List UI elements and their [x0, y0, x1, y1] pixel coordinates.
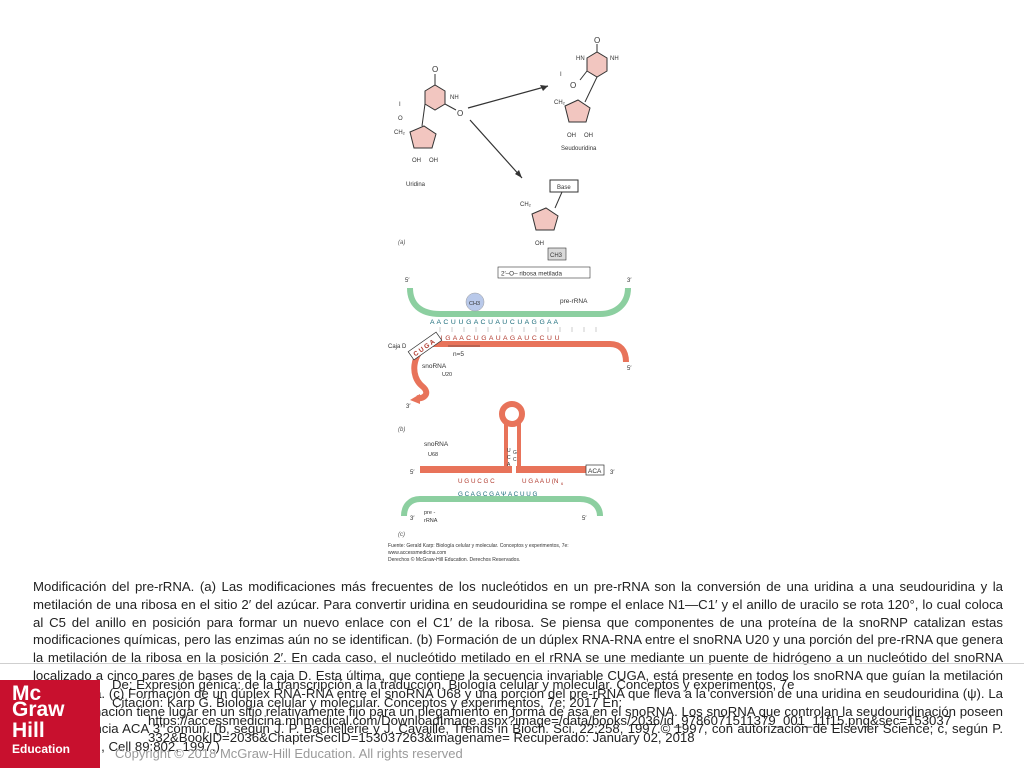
divider — [0, 663, 1024, 664]
b-snorna-label: snoRNA — [422, 363, 447, 370]
b-top-sequence: A A C U U G A C U A U C U A G G A A — [430, 319, 559, 326]
panel-b-label: (b) — [398, 427, 405, 433]
mcgraw-hill-logo: Mc Graw Hill Education — [0, 680, 100, 768]
svg-text:OH: OH — [535, 241, 544, 247]
source-line-2: www.accessmedicina.com — [388, 550, 446, 556]
methyl-label: CH3 — [550, 253, 563, 259]
logo-line-1: Mc — [12, 682, 42, 705]
svg-text:O: O — [398, 116, 403, 122]
svg-text:O: O — [457, 109, 463, 118]
svg-text:CH₂: CH₂ — [394, 130, 406, 136]
citation-line-4: 332&BookID=2036&ChapterSecID=153037263&i… — [148, 730, 695, 745]
svg-text:O: O — [594, 36, 600, 45]
c-snorna-label: snoRNA — [424, 441, 449, 448]
svg-text:C: C — [513, 457, 517, 463]
c-top-sequence-2: U G A A U (N — [522, 478, 559, 485]
caja-d-box — [407, 331, 443, 361]
logo-line-2: Graw — [12, 698, 65, 721]
svg-text:CH₂: CH₂ — [520, 202, 532, 208]
svg-text:5′: 5′ — [410, 470, 415, 476]
base-label: Base — [557, 185, 571, 191]
arrow-to-pseudouridine — [467, 85, 549, 109]
arrow-to-methylated — [469, 119, 523, 179]
svg-text:I: I — [399, 102, 401, 108]
c-top-sequence: U G U C G C — [458, 478, 495, 485]
methylated-ribose: Base CH₂ OH CH3 2′–O– ribosa metilada — [497, 179, 591, 279]
b-prerrna-label: pre-rRNA — [560, 298, 588, 305]
source-line-1: Fuente: Gerald Karp: Biología celular y … — [388, 543, 569, 549]
aca-box — [585, 464, 605, 476]
svg-text:pre -: pre - — [424, 510, 435, 516]
svg-text:I: I — [560, 72, 562, 78]
citation-line-1: De: Expresión génica: de la transcripció… — [112, 677, 795, 692]
svg-text:OH: OH — [412, 158, 421, 164]
uridine-molecule: O NH O O CH₂ I OH OH Uridina — [394, 65, 463, 188]
svg-text:5′: 5′ — [405, 278, 410, 284]
copyright-footer: Copyright © 2018 McGraw-Hill Education. … — [115, 746, 463, 761]
svg-text:OH: OH — [429, 158, 438, 164]
b-u20-label: U20 — [442, 372, 452, 378]
panel-a-label: (a) — [398, 240, 405, 246]
svg-text:O: O — [432, 65, 438, 74]
svg-text:A: A — [507, 462, 511, 468]
c-snorna-strand — [420, 466, 512, 473]
citation-line-2: Citación: Karp G. Biología celular y mol… — [112, 695, 623, 710]
panel-c-diagram: snoRNA U68 U C A G C 5′ ACA 3′ U G U C G… — [401, 401, 615, 524]
svg-text:HN: HN — [576, 56, 585, 62]
svg-text:3′: 3′ — [627, 278, 632, 284]
figure-caption: Modificación del pre-rRNA. (a) Las modif… — [33, 579, 1003, 755]
svg-text:5′: 5′ — [627, 366, 632, 372]
svg-text:OH: OH — [567, 133, 576, 139]
aca-label: ACA — [588, 468, 602, 475]
uridine-label: Uridina — [406, 182, 426, 188]
svg-text:CH3: CH3 — [469, 301, 480, 307]
n5-label: n=5 — [453, 351, 464, 358]
snorna-u20-strand — [428, 341, 629, 363]
caja-d-label: Caja D — [388, 344, 407, 350]
panel-b-diagram: 5′ 3′ CH3 pre-rRNA A A C U U G A C U A U… — [388, 278, 632, 410]
svg-text:NH: NH — [450, 95, 459, 101]
panel-c-label: (c) — [398, 532, 405, 538]
figure-svg: O NH O O CH₂ I OH OH Uridina O HN NH O — [388, 36, 632, 563]
pseudouridine-label: Seudouridina — [561, 146, 597, 152]
logo-line-4: Education — [12, 742, 71, 756]
svg-text:6: 6 — [561, 481, 564, 486]
svg-text:3′: 3′ — [406, 404, 411, 410]
pseudouridine-molecule: O HN NH O I CH₂ OH OH Seudouridina — [554, 36, 619, 152]
citation-line-3: https://accessmedicina.mhmedical.com/Dow… — [148, 713, 952, 728]
methyl-group-circle — [465, 292, 485, 312]
c-prerrna-strand — [420, 496, 603, 517]
svg-text:CH₂: CH₂ — [554, 100, 566, 106]
c-u68-label: U68 — [428, 452, 438, 458]
source-line-3: Derechos © McGraw-Hill Education. Derech… — [388, 556, 520, 563]
svg-text:3′: 3′ — [610, 470, 615, 476]
snorna-loop — [499, 401, 525, 427]
svg-text:U: U — [507, 448, 511, 454]
svg-text:O: O — [570, 81, 576, 90]
methyl-ribose-label: 2′–O– ribosa metilada — [501, 271, 563, 278]
svg-text:OH: OH — [584, 133, 593, 139]
figure-modificacion-pre-rrna: O NH O O CH₂ I OH OH Uridina O HN NH O — [380, 36, 660, 566]
svg-text:3′: 3′ — [410, 516, 415, 522]
svg-text:5′: 5′ — [582, 516, 587, 522]
svg-text:rRNA: rRNA — [424, 518, 438, 524]
c-bottom-sequence: G C A G C G A Ψ A C U U G — [458, 491, 538, 498]
pre-rrna-strand — [407, 287, 631, 317]
svg-text:C: C — [507, 455, 511, 461]
svg-text:G: G — [513, 450, 517, 456]
logo-line-3: Hill — [12, 719, 45, 742]
b-bottom-sequence: U U G A A C U G A U A G A U C C U U — [430, 335, 560, 342]
svg-text:NH: NH — [610, 56, 619, 62]
